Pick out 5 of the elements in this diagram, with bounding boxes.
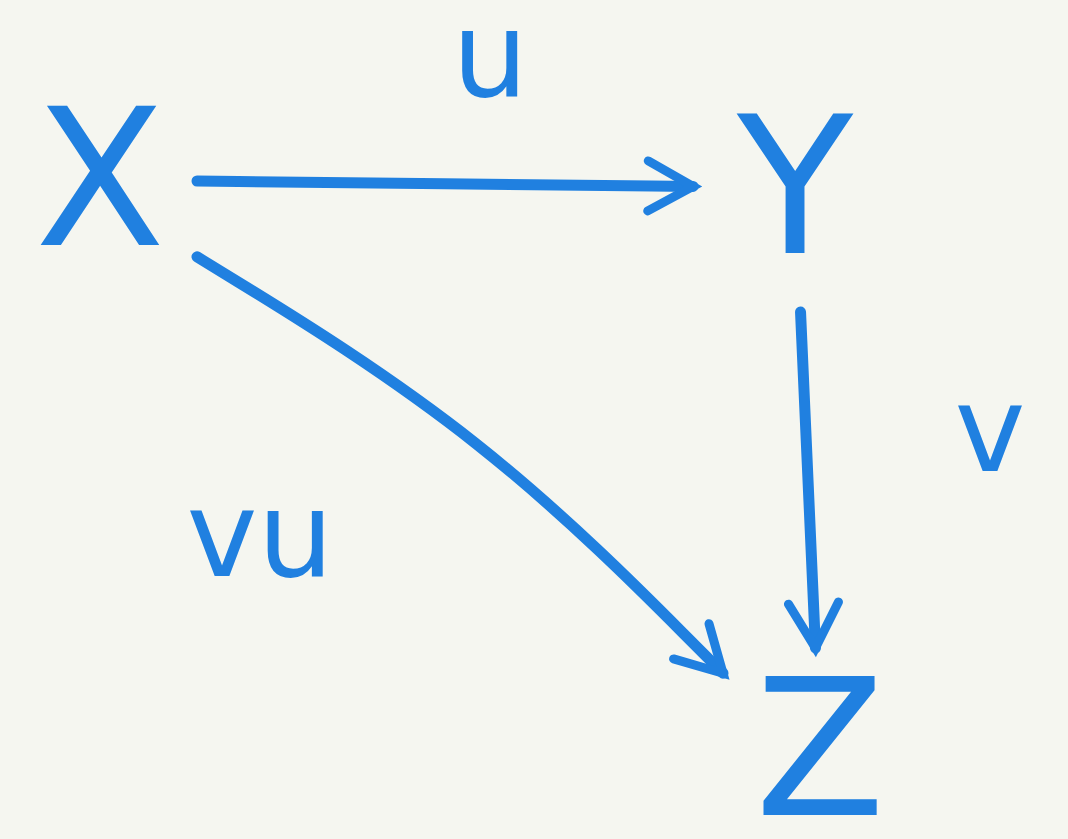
node-label: Y	[736, 92, 854, 283]
node-label: X	[34, 85, 166, 275]
arrow	[191, 251, 729, 679]
arrow	[191, 156, 699, 216]
node-label: Z	[754, 655, 886, 839]
